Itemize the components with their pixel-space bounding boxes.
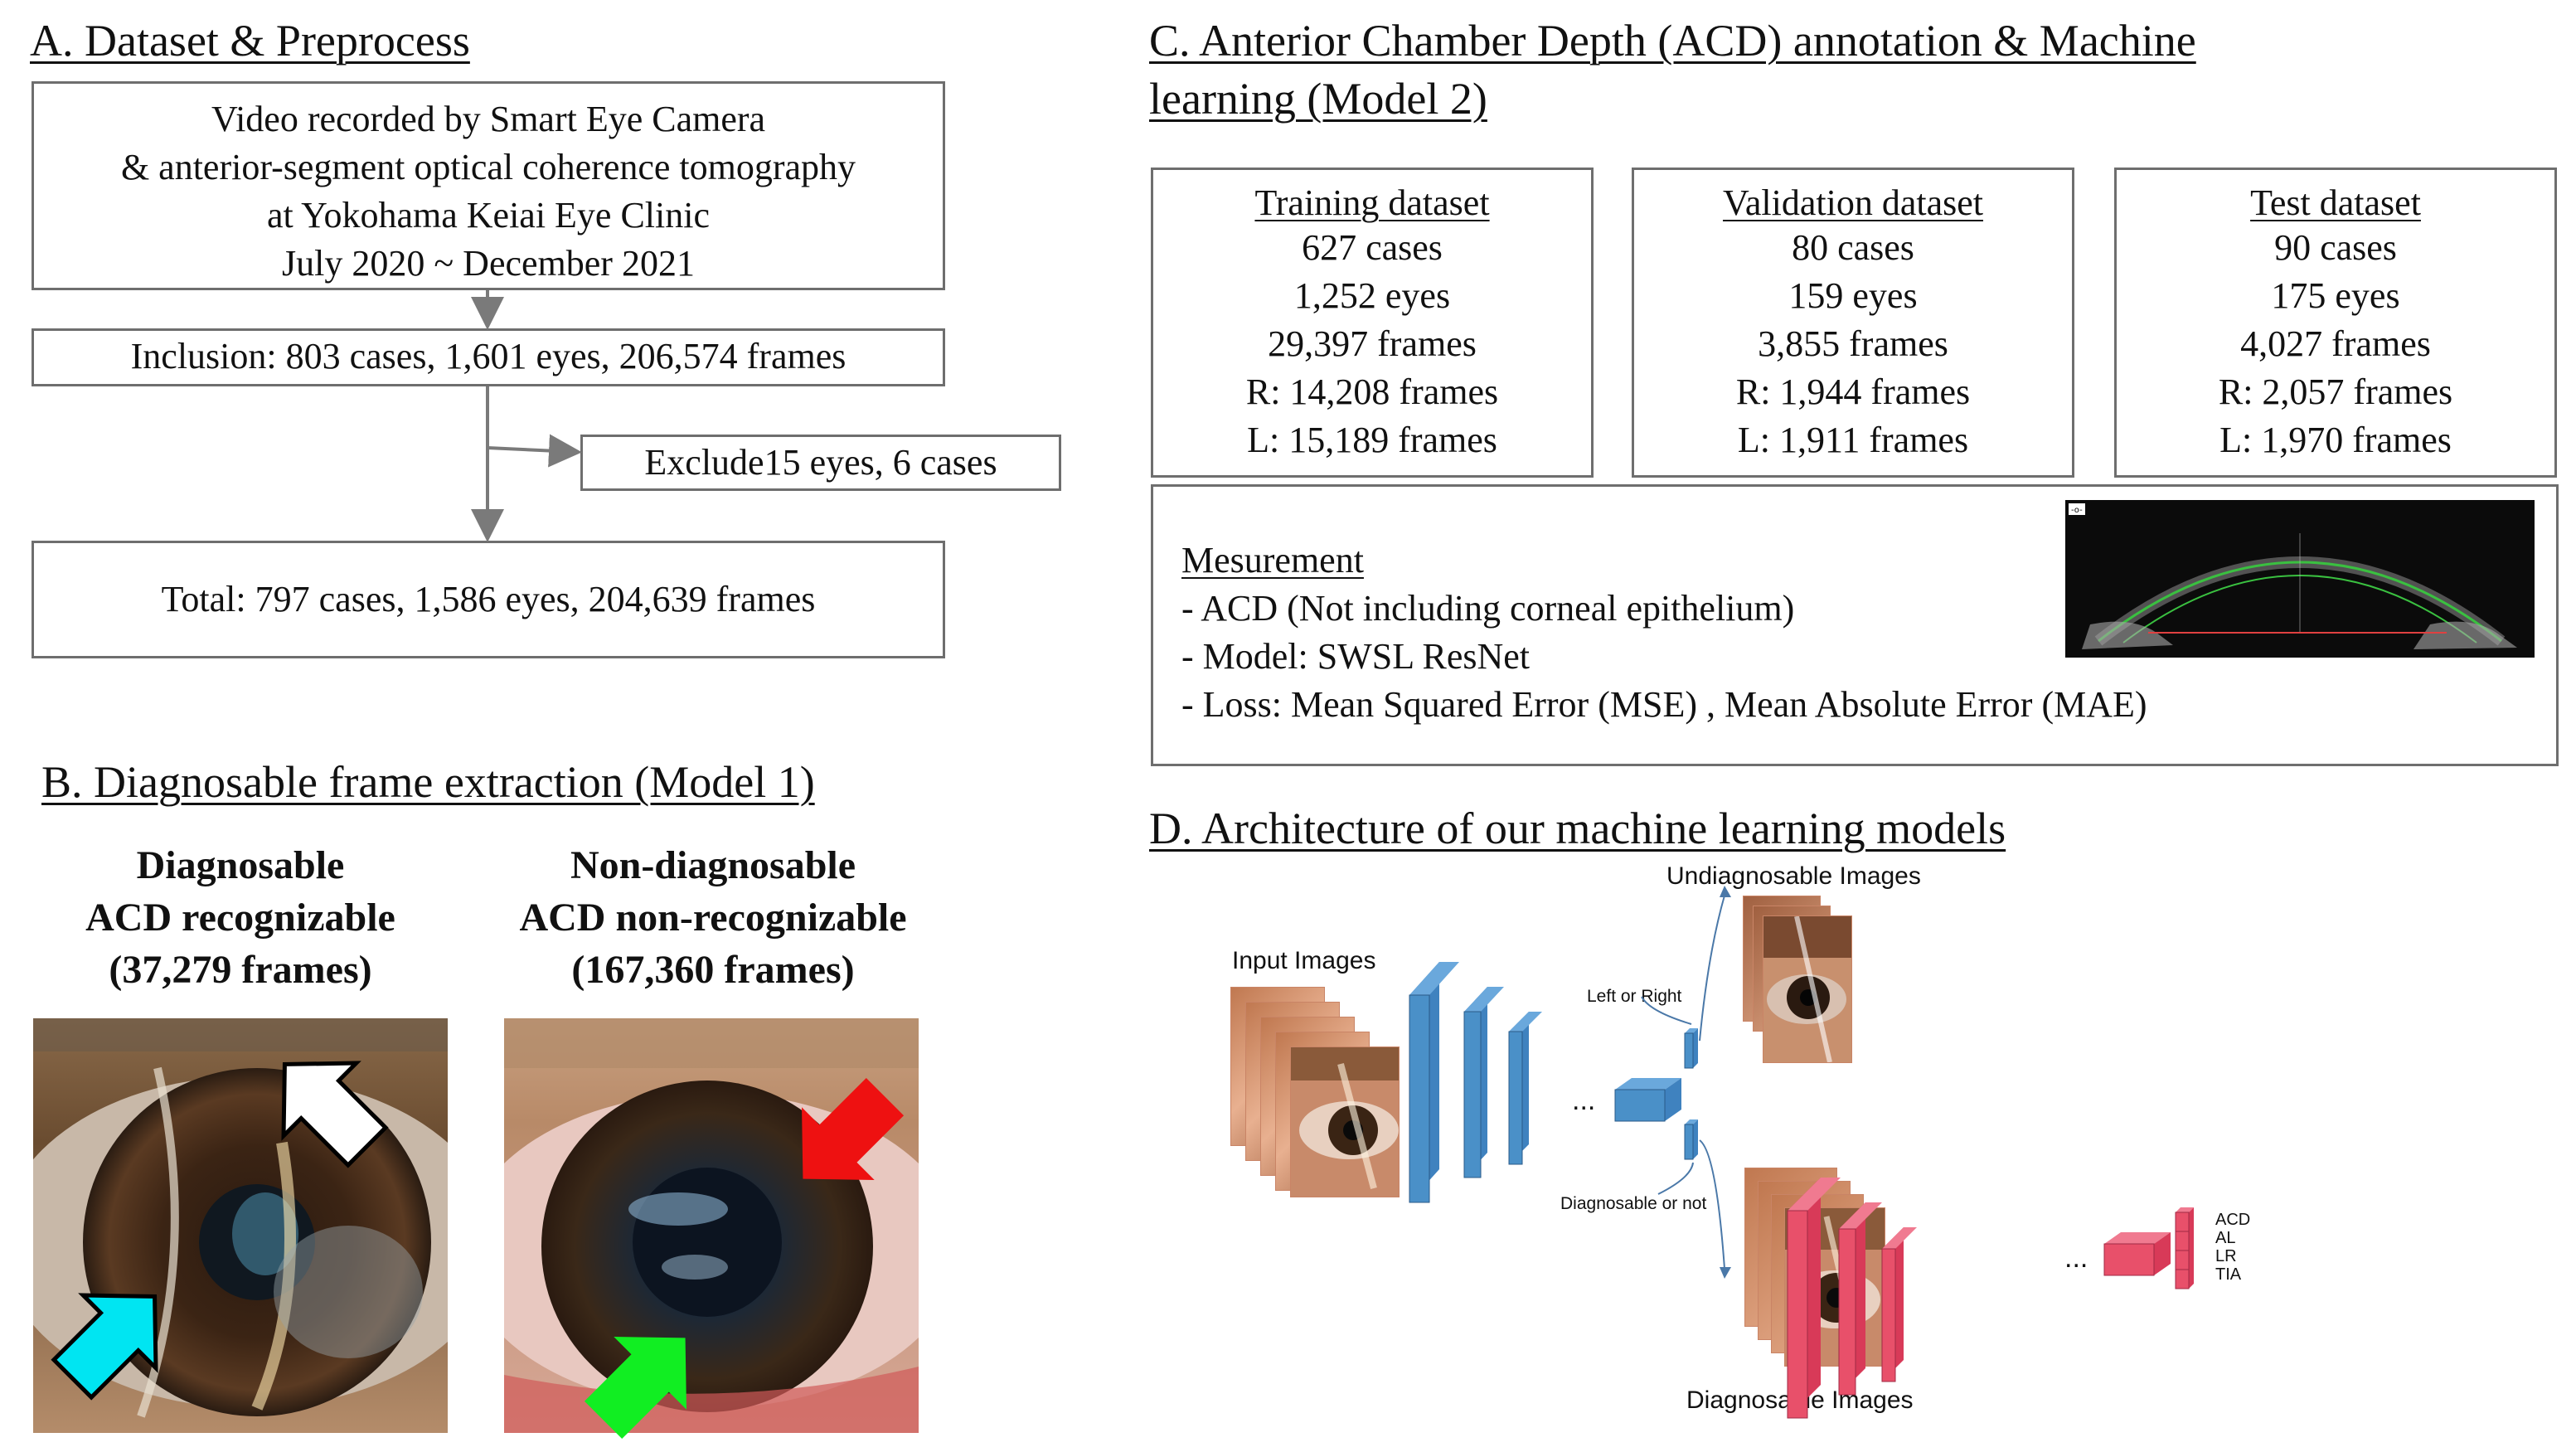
white-arrow-icon — [281, 1061, 389, 1168]
svg-text:-o-: -o- — [2071, 506, 2083, 515]
dataset-line: 80 cases — [1792, 227, 1914, 268]
blue-head-bottom — [1684, 1119, 1698, 1160]
non-diagnosable-heading: Non-diagnosable ACD non-recognizable (16… — [473, 839, 953, 996]
output-label-lr: LR — [2215, 1247, 2237, 1265]
output-label-al: AL — [2215, 1229, 2236, 1247]
flow-arrow-exclude — [487, 434, 582, 468]
red-arrow-icon — [802, 1077, 905, 1180]
blue-conv-layers — [1409, 962, 1698, 1203]
dataset-line: R: 1,944 frames — [1735, 371, 1971, 412]
connector-lines — [1641, 895, 1725, 1270]
dataset-line: R: 2,057 frames — [2218, 371, 2453, 412]
training-dataset-box: Training dataset 627 cases 1,252 eyes 29… — [1151, 168, 1594, 478]
diagnosable-heading: Diagnosable ACD recognizable (37,279 fra… — [33, 839, 448, 996]
heading-line: (37,279 frames) — [109, 948, 372, 992]
source-line: at Yokohama Keiai Eye Clinic — [266, 195, 710, 236]
section-b-title: B. Diagnosable frame extraction (Model 1… — [41, 757, 815, 807]
blue-layer — [1463, 987, 1504, 1178]
non-diagnosable-eye-photo — [504, 1018, 919, 1433]
flow-arrows — [471, 290, 582, 542]
heading-line: Non-diagnosable — [570, 843, 856, 887]
dataset-line: 4,027 frames — [2240, 323, 2431, 364]
section-c-title-line1: C. Anterior Chamber Depth (ACD) annotati… — [1149, 16, 2196, 66]
measurement-item: - ACD (Not including corneal epithelium) — [1181, 588, 1795, 629]
measurement-box: Mesurement - ACD (Not including corneal … — [1151, 484, 2559, 766]
dataset-line: L: 1,911 frames — [1737, 420, 1969, 460]
dataset-line: 90 cases — [2274, 227, 2397, 268]
dataset-line: L: 1,970 frames — [2219, 420, 2452, 460]
connector-arrowhead — [1720, 886, 1731, 897]
dataset-line: 175 eyes — [2271, 275, 2400, 316]
dataset-title: Test dataset — [2250, 182, 2421, 223]
source-line: & anterior-segment optical coherence tom… — [120, 147, 856, 187]
section-d-title: D. Architecture of our machine learning … — [1149, 804, 2006, 853]
source-line: July 2020 ~ December 2021 — [282, 243, 695, 284]
pink-layer — [1787, 1178, 1841, 1419]
output-labels: ACD AL LR TIA — [2215, 1211, 2250, 1284]
blue-layer — [1508, 1012, 1542, 1165]
ellipsis-2: ... — [2064, 1242, 2088, 1274]
output-label-acd: ACD — [2215, 1211, 2251, 1229]
source-box: Video recorded by Smart Eye Camera & ant… — [32, 81, 945, 290]
dataset-title: Training dataset — [1254, 182, 1490, 223]
connector-arrowhead — [1720, 1267, 1731, 1279]
total-text: Total: 797 cases, 1,586 eyes, 204,639 fr… — [161, 579, 816, 619]
dataset-line: R: 14,208 frames — [1245, 371, 1499, 412]
output-label-tia: TIA — [2215, 1265, 2242, 1284]
blue-fc-block — [1614, 1078, 1681, 1122]
inclusion-text: Inclusion: 803 cases, 1,601 eyes, 206,57… — [130, 336, 847, 376]
section-c-title-line2: learning (Model 2) — [1149, 74, 1487, 124]
dataset-title: Validation dataset — [1722, 182, 1983, 223]
oct-scan-image: -o- — [2065, 500, 2535, 658]
dataset-line: L: 15,189 frames — [1247, 420, 1497, 460]
network-diagram — [1409, 886, 2194, 1419]
validation-dataset-box: Validation dataset 80 cases 159 eyes 3,8… — [1632, 168, 2074, 478]
dataset-line: 159 eyes — [1788, 275, 1918, 316]
heading-line: Diagnosable — [136, 843, 345, 887]
measurement-item: - Model: SWSL ResNet — [1181, 636, 1530, 677]
diagnosable-or-not-label: Diagnosable or not — [1560, 1194, 1707, 1213]
source-line: Video recorded by Smart Eye Camera — [211, 99, 766, 139]
measurement-heading: Mesurement — [1181, 540, 1364, 580]
heading-line: ACD non-recognizable — [519, 896, 907, 940]
dataset-line: 1,252 eyes — [1293, 275, 1451, 316]
left-or-right-label: Left or Right — [1587, 987, 1682, 1006]
blue-head-top — [1684, 1028, 1698, 1069]
section-a-title: A. Dataset & Preprocess — [30, 16, 470, 66]
inclusion-box: Inclusion: 803 cases, 1,601 eyes, 206,57… — [32, 328, 945, 386]
dataset-line: 627 cases — [1302, 227, 1443, 268]
blue-layer — [1409, 962, 1459, 1203]
measurement-item: - Loss: Mean Squared Error (MSE) , Mean … — [1181, 684, 2147, 725]
input-images-label: Input Images — [1232, 947, 1376, 974]
pink-conv-layers — [1787, 1178, 2194, 1419]
annotation-arrows — [51, 1061, 905, 1440]
test-dataset-box: Test dataset 90 cases 175 eyes 4,027 fra… — [2114, 168, 2557, 478]
green-arrow-icon — [584, 1337, 686, 1440]
heading-line: (167,360 frames) — [571, 948, 855, 992]
cyan-arrow-icon — [51, 1293, 158, 1401]
ellipsis-1: ... — [1572, 1085, 1596, 1116]
exclude-text: Exclude15 eyes, 6 cases — [644, 442, 997, 483]
pink-fc-block — [2103, 1232, 2171, 1276]
dataset-line: 3,855 frames — [1758, 323, 1948, 364]
total-box: Total: 797 cases, 1,586 eyes, 204,639 fr… — [32, 541, 945, 658]
dataset-line: 29,397 frames — [1268, 323, 1477, 364]
exclude-box: Exclude15 eyes, 6 cases — [580, 435, 1061, 491]
undiagnosable-images-label: Undiagnosable Images — [1666, 862, 1921, 890]
heading-line: ACD recognizable — [85, 896, 395, 940]
pink-layer — [1838, 1202, 1882, 1396]
pink-output-block — [2175, 1207, 2194, 1289]
undiagnosable-image — [1763, 915, 1852, 1063]
pink-layer — [1881, 1227, 1917, 1382]
input-image — [1290, 1047, 1400, 1197]
